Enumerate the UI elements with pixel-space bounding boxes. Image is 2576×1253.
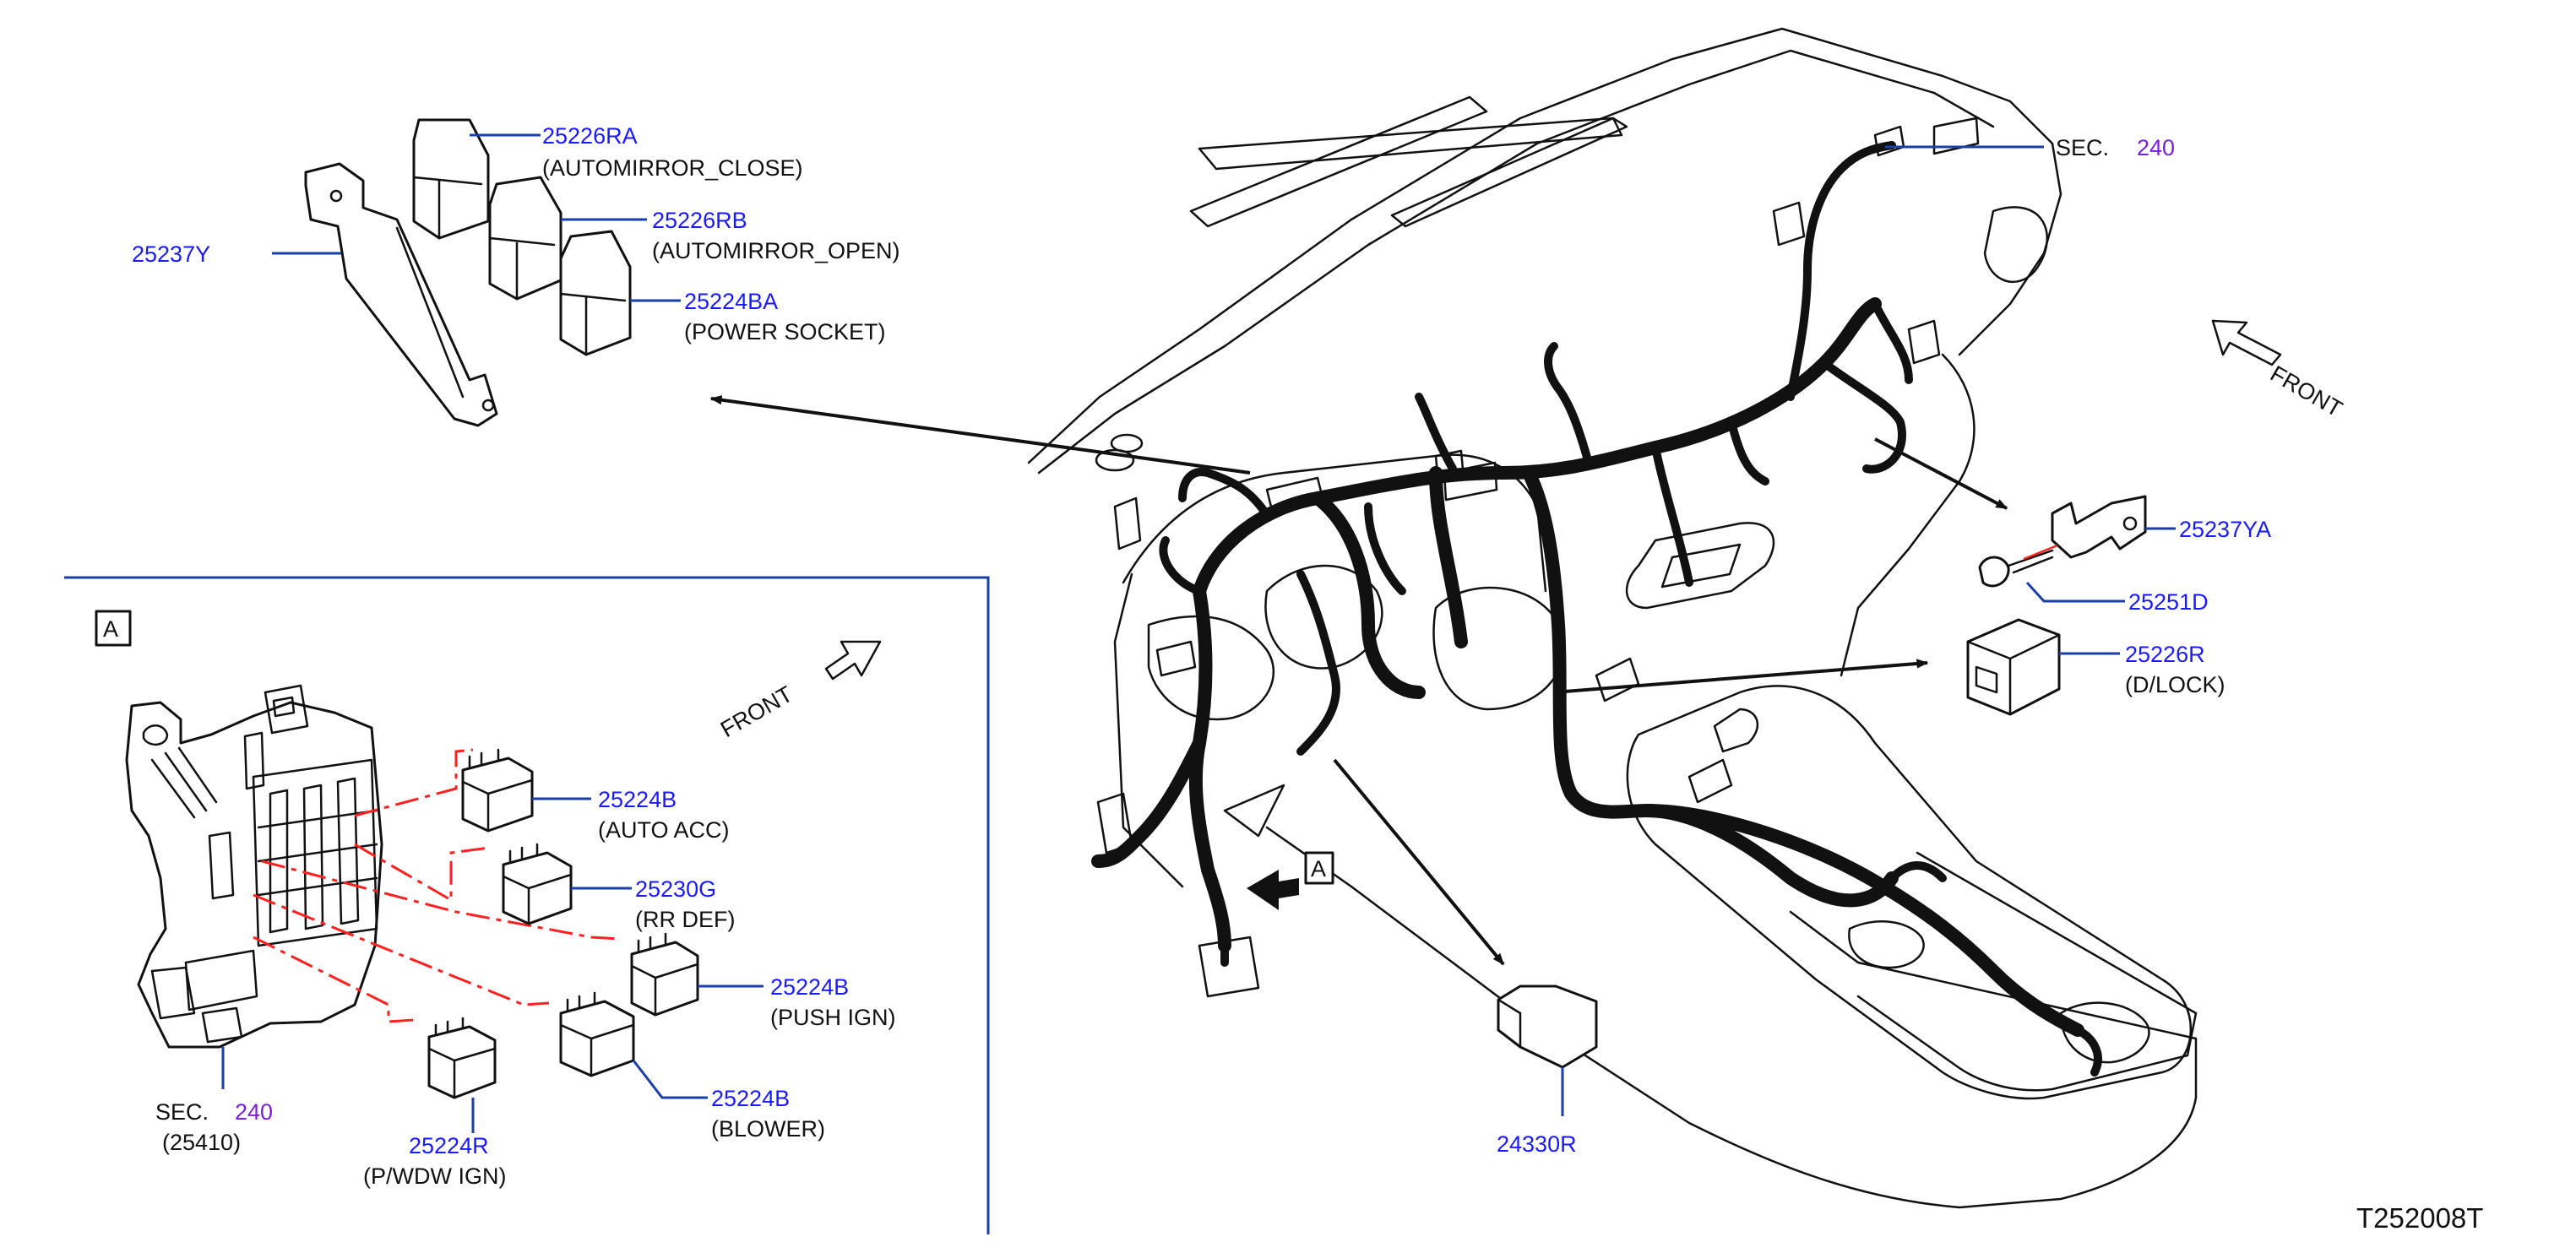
relay-25224BA	[559, 230, 632, 356]
sec-inset-label: SEC.	[155, 1099, 209, 1125]
relay-25226R	[1966, 618, 2061, 716]
screw-25251D	[1978, 544, 2058, 588]
desc-power-socket: (POWER SOCKET)	[684, 319, 886, 344]
relay-25224B-push-ign	[630, 932, 699, 1017]
front-arrow-inset	[824, 640, 882, 681]
part-25224B-auto-acc: 25224B	[598, 787, 677, 812]
relay-25224B-blower	[559, 991, 635, 1077]
desc-p-wdw-ign: (P/WDW IGN)	[363, 1164, 506, 1189]
inset-frame	[64, 576, 990, 1234]
inset-label: A	[103, 616, 118, 642]
fuse-block	[125, 684, 383, 1049]
bracket-25237YA	[2051, 495, 2147, 559]
part-25226R: 25226R	[2125, 642, 2205, 667]
desc-automirror-close: (AUTOMIRROR_CLOSE)	[542, 155, 803, 181]
bracket-25237Y	[304, 162, 498, 427]
relay-25226RB	[488, 176, 562, 301]
relay-24330R	[1497, 984, 1598, 1069]
front-label-inset: FRONT	[716, 681, 797, 742]
front-label-right: FRONT	[2266, 361, 2347, 421]
part-25224R: 25224R	[409, 1133, 489, 1158]
front-arrow-right	[2211, 319, 2282, 366]
sec-inset-number: 240	[235, 1099, 273, 1125]
pointer-arrows	[709, 395, 2008, 966]
relay-25226RA	[412, 118, 490, 240]
relay-25224R-p-wdw-ign	[427, 1017, 497, 1099]
desc-d-lock: (D/LOCK)	[2125, 672, 2225, 697]
part-25237YA: 25237YA	[2179, 517, 2271, 542]
part-25237Y: 25237Y	[132, 241, 210, 267]
relay-connection-lines	[253, 748, 621, 1023]
part-25226RB: 25226RB	[652, 208, 747, 233]
part-24330R: 24330R	[1497, 1131, 1577, 1157]
view-a-label: A	[1311, 856, 1326, 881]
sec-top-label: SEC.	[2056, 135, 2109, 160]
sec-top-number: 240	[2137, 135, 2175, 160]
inset-leaders	[221, 797, 764, 1133]
relay-25230G-rr-def	[502, 843, 573, 925]
right-leaders	[2025, 527, 2176, 655]
part-25224BA: 25224BA	[684, 289, 778, 314]
drawing-code: T252008T	[2356, 1202, 2483, 1234]
part-25251D: 25251D	[2128, 589, 2209, 615]
desc-auto-acc: (AUTO ACC)	[598, 817, 730, 843]
top-relay-leaders	[272, 133, 681, 302]
desc-push-ign: (PUSH IGN)	[770, 1005, 896, 1030]
part-25224B-blower: 25224B	[711, 1086, 790, 1111]
desc-automirror-open: (AUTOMIRROR_OPEN)	[652, 238, 900, 263]
sec-inset-sub: (25410)	[162, 1130, 241, 1155]
part-25224B-push-ign: 25224B	[770, 974, 849, 1000]
part-25226RA: 25226RA	[542, 123, 638, 149]
view-a-marker	[1247, 851, 1334, 910]
wire-harness	[1091, 125, 2102, 1077]
desc-rr-def: (RR DEF)	[635, 907, 735, 932]
desc-blower: (BLOWER)	[711, 1116, 825, 1142]
relay-25224B-auto-acc	[461, 748, 534, 833]
part-25230G: 25230G	[635, 876, 716, 902]
